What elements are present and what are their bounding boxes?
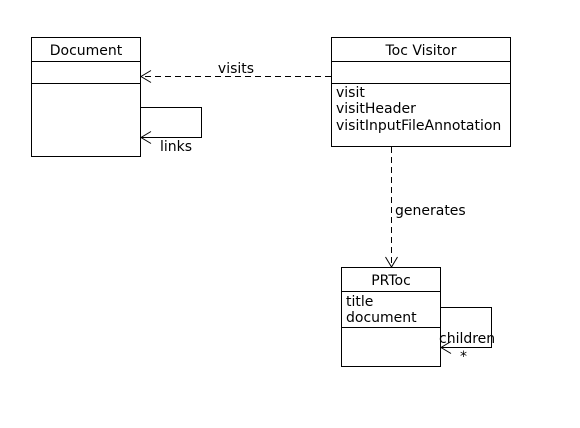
- visits-dependency-edge[interactable]: visits: [140, 61, 331, 83]
- children-edge-label: children: [439, 331, 495, 347]
- document-class-name: Document: [50, 43, 123, 59]
- document-class-box[interactable]: Document: [31, 37, 141, 157]
- generates-edge-label: generates: [395, 203, 466, 219]
- prtoc-class-name: PRToc: [371, 273, 411, 289]
- links-edge-line: [140, 107, 202, 138]
- document-class-frame: [31, 37, 141, 157]
- toc-visitor-class-box[interactable]: Toc Visitor visit visitHeader visitInput…: [331, 37, 511, 147]
- children-multiplicity-label: *: [460, 349, 467, 365]
- toc-visitor-operation-visit: visit: [336, 85, 365, 101]
- children-self-association-edge[interactable]: children *: [439, 307, 495, 366]
- toc-visitor-operation-visit-input-file-annotation: visitInputFileAnnotation: [336, 118, 501, 134]
- generates-arrowhead: [385, 256, 398, 268]
- generates-dependency-edge[interactable]: generates: [385, 147, 466, 268]
- links-edge-label: links: [160, 139, 192, 155]
- prtoc-class-box[interactable]: PRToc title document: [341, 267, 441, 367]
- links-self-association-edge[interactable]: links: [140, 107, 202, 156]
- children-arrowhead: [440, 341, 452, 354]
- toc-visitor-class-frame: [331, 37, 511, 147]
- visits-edge-label: visits: [218, 61, 254, 77]
- links-arrowhead: [140, 131, 152, 144]
- children-edge-line: [440, 307, 492, 348]
- prtoc-attribute-document: document: [346, 310, 417, 326]
- toc-visitor-operation-visit-header: visitHeader: [336, 101, 416, 117]
- prtoc-class-frame: [341, 267, 441, 367]
- toc-visitor-class-name: Toc Visitor: [384, 43, 456, 59]
- visits-arrowhead: [140, 70, 152, 83]
- prtoc-attribute-title: title: [346, 294, 373, 310]
